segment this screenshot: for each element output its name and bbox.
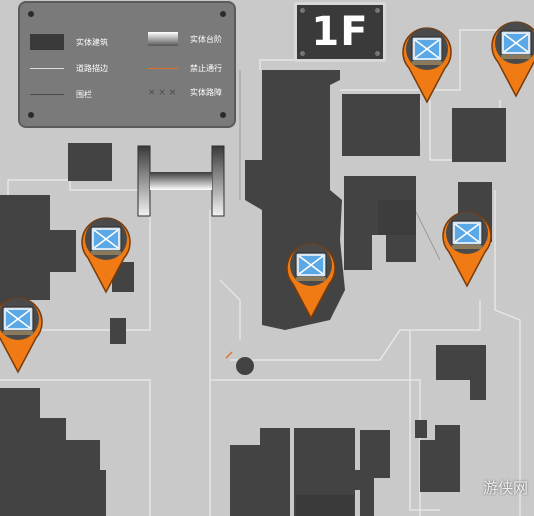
fence-swatch-icon bbox=[30, 94, 64, 95]
barrier-swatch-icon: × × × bbox=[148, 87, 177, 98]
legend-building: 实体建筑 bbox=[30, 34, 108, 50]
road-outline-swatch-icon bbox=[30, 68, 64, 69]
bolt-icon bbox=[220, 112, 226, 118]
camera-pin-icon[interactable] bbox=[490, 16, 534, 98]
camera-pin-icon[interactable] bbox=[441, 206, 493, 288]
legend-label: 实体建筑 bbox=[76, 37, 108, 47]
no-pass-line bbox=[225, 351, 233, 359]
map-legend: 实体建筑 实体台阶 道路描边 禁止通行 围栏 × × × 实体路障 bbox=[18, 1, 236, 128]
camera-pin-icon[interactable] bbox=[0, 292, 44, 374]
legend-label: 道路描边 bbox=[76, 64, 108, 73]
bolt-icon bbox=[300, 8, 305, 13]
stairs-swatch-icon bbox=[148, 32, 178, 46]
bolt-icon bbox=[375, 51, 380, 56]
legend-label: 实体路障 bbox=[190, 88, 222, 97]
building-swatch-icon bbox=[30, 34, 64, 50]
bolt-icon bbox=[300, 51, 305, 56]
bolt-icon bbox=[28, 112, 34, 118]
legend-fence: 围栏 bbox=[30, 89, 92, 100]
stairs-and-bridge bbox=[137, 145, 225, 217]
camera-pin-icon[interactable] bbox=[401, 22, 453, 104]
legend-label: 围栏 bbox=[76, 90, 92, 99]
bolt-icon bbox=[375, 8, 380, 13]
camera-pin-icon[interactable] bbox=[285, 238, 337, 320]
legend-label: 禁止通行 bbox=[190, 64, 222, 73]
watermark: 游侠网 bbox=[482, 479, 528, 497]
legend-label: 实体台阶 bbox=[190, 34, 222, 44]
legend-barrier: × × × 实体路障 bbox=[148, 87, 222, 98]
bolt-icon bbox=[220, 11, 226, 17]
no-pass-swatch-icon bbox=[148, 68, 178, 69]
legend-no-pass: 禁止通行 bbox=[148, 63, 222, 74]
camera-pin-icon[interactable] bbox=[80, 212, 132, 294]
legend-stairs: 实体台阶 bbox=[148, 32, 222, 46]
floor-label: 1F bbox=[311, 9, 369, 55]
floor-indicator: 1F bbox=[294, 2, 386, 62]
legend-road: 道路描边 bbox=[30, 63, 108, 74]
bolt-icon bbox=[28, 11, 34, 17]
